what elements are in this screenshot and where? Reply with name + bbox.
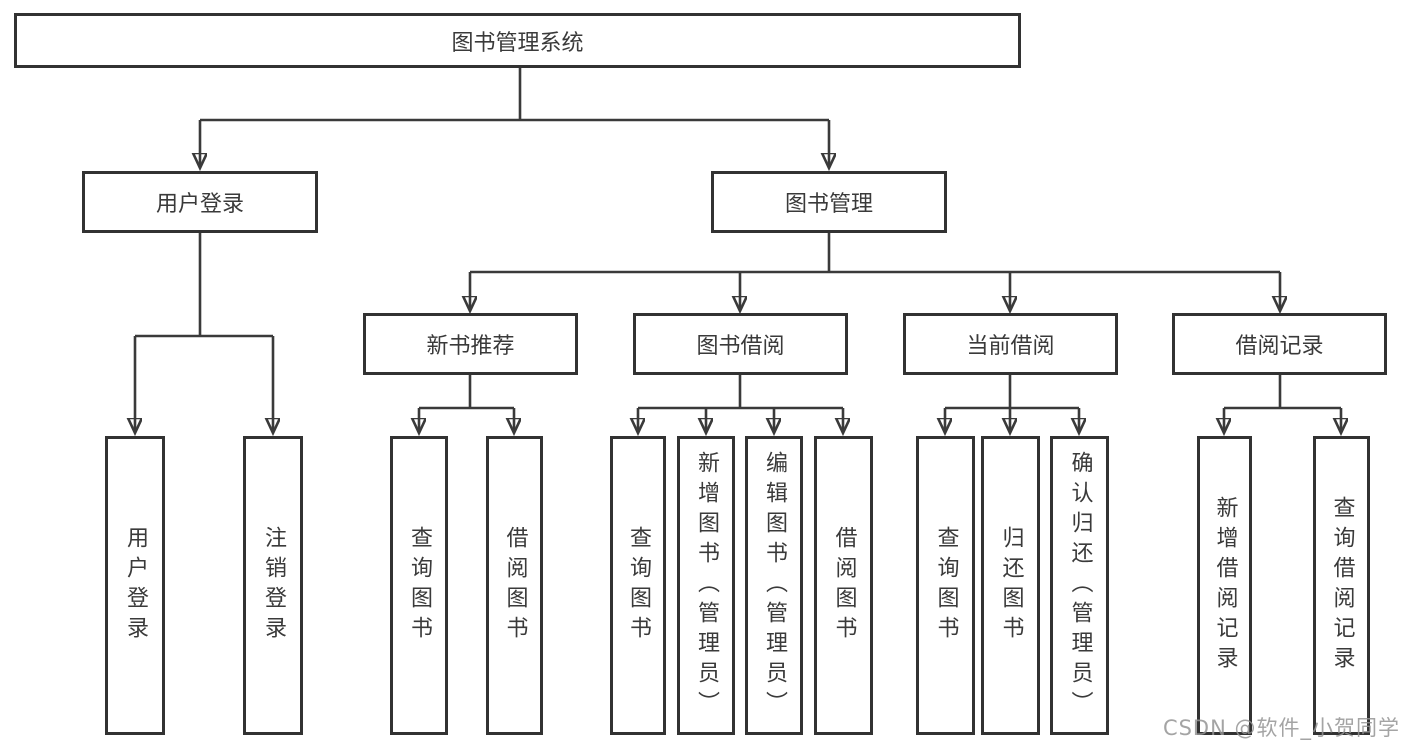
node-leaf-return-books: 归还图书 [981, 436, 1040, 735]
node-label: 借阅图书 [502, 525, 528, 646]
node-leaf-query-books-bb: 查询图书 [610, 436, 666, 735]
connector-current-borrow [945, 375, 1079, 433]
node-label: 查询图书 [407, 525, 432, 646]
node-leaf-add-borrow-record: 新增借阅记录 [1197, 436, 1252, 735]
node-label: 查询图书 [933, 525, 959, 646]
node-label: 查询图书 [626, 525, 651, 646]
node-new-book-recommendation: 新书推荐 [363, 313, 578, 375]
node-leaf-query-borrow-record: 查询借阅记录 [1313, 436, 1370, 735]
node-borrowing-records: 借阅记录 [1172, 313, 1387, 375]
node-label: 确认归还（管理员） [1067, 450, 1093, 721]
node-label: 图书借阅 [696, 334, 785, 359]
node-label: 借阅记录 [1235, 334, 1324, 359]
node-leaf-add-books-admin: 新增图书（管理员） [677, 436, 735, 735]
node-leaf-borrow-books-bb: 借阅图书 [814, 436, 873, 735]
node-current-borrowing: 当前借阅 [903, 313, 1118, 375]
node-leaf-edit-books-admin: 编辑图书（管理员） [745, 436, 803, 735]
csdn-watermark: CSDN @软件_小贺同学 [1162, 716, 1400, 740]
connector-borrow-record [1224, 375, 1341, 433]
node-leaf-query-books-cb: 查询图书 [916, 436, 975, 735]
node-label: 新增借阅记录 [1212, 495, 1238, 676]
node-leaf-user-login: 用户登录 [105, 436, 165, 735]
node-label: 用户登录 [155, 192, 244, 217]
connector-new-book-rec [419, 375, 514, 433]
node-leaf-borrow-books-rec: 借阅图书 [486, 436, 543, 735]
node-user-login: 用户登录 [82, 171, 318, 233]
node-label: 编辑图书（管理员） [762, 450, 787, 721]
connector-book-borrow [638, 375, 843, 433]
node-label: 借阅图书 [831, 525, 857, 646]
node-label: 归还图书 [998, 525, 1024, 646]
connector-root [200, 68, 829, 168]
node-label: 当前借阅 [966, 334, 1055, 359]
node-label: 新书推荐 [426, 334, 515, 359]
node-label: 图书管理系统 [451, 30, 584, 56]
node-book-borrowing: 图书借阅 [633, 313, 848, 375]
node-leaf-confirm-return-admin: 确认归还（管理员） [1050, 436, 1109, 735]
node-label: 图书管理 [784, 192, 873, 217]
node-book-management: 图书管理 [711, 171, 947, 233]
node-label: 新增图书（管理员） [694, 450, 719, 721]
node-leaf-logout: 注销登录 [243, 436, 303, 735]
node-leaf-query-books-rec: 查询图书 [390, 436, 448, 735]
node-label: 查询借阅记录 [1329, 495, 1355, 676]
node-library-system: 图书管理系统 [14, 13, 1021, 68]
connector-book-mgmt [470, 233, 1280, 311]
node-label: 用户登录 [123, 525, 148, 646]
node-label: 注销登录 [261, 525, 286, 646]
connector-user-login [135, 233, 273, 433]
